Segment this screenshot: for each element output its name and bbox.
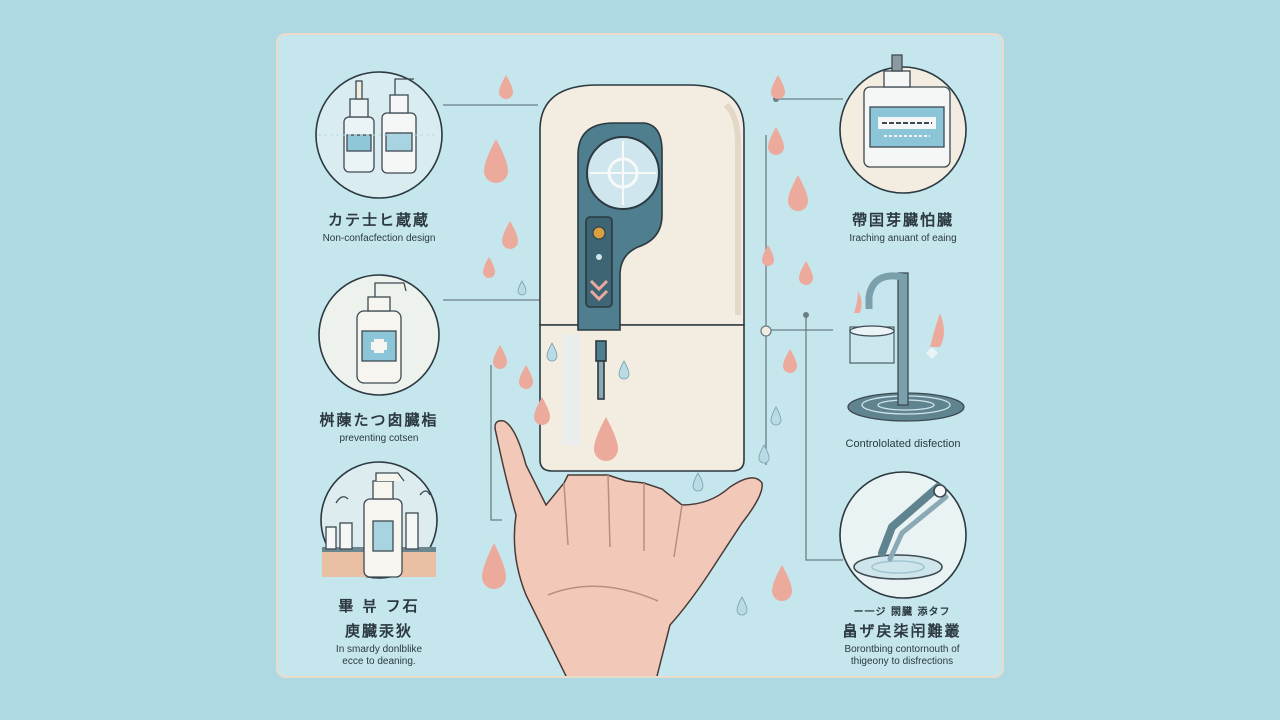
labeled-bottle-icon [863,54,951,168]
automatic-dispenser-icon [539,84,745,472]
label-bottom-right-jp: 畠ザ戻柒闬難叢 [842,622,962,640]
label-top-right: 帶囯芽臓怕臓 Iraching anuant of eaing [806,209,1000,245]
label-bottom-left: 畢 뷰 フ石 庾臓汞狄 In smardy donlblike ecce to … [284,595,474,668]
label-mid-right-en: Contrololated disfection [845,438,961,450]
drops [482,75,813,601]
label-top-left: カテ士ヒ蔵蔵 Non-confacfection design [284,209,474,245]
label-top-right-en: Iraching anuant of eaing [849,233,957,244]
label-top-left-en: Non-confacfection design [322,233,436,244]
connector-lines [443,98,843,561]
label-bottom-right: ー一ジ 閖臓 添タフ 畠ザ戻柒闬難叢 Borontbing contornout… [802,603,1002,668]
tongs-icon [853,483,949,580]
two-pump-bottles-icon [318,78,438,174]
spray-bottle-icon [322,472,436,578]
connector-node [760,325,772,337]
open-hand-icon [494,420,763,676]
connector-bottom-right [805,315,843,561]
water-drops [517,280,782,616]
label-bottom-left-jp1: 畢 뷰 フ石 [338,597,420,615]
label-bottom-left-jp2: 庾臓汞狄 [344,622,413,640]
connector-dot-mid-right [803,312,809,318]
faucet-icon [847,272,965,422]
label-mid-left-en: preventing cotsen [339,433,419,444]
sanitizer-bottle-icon [356,282,407,384]
label-top-right-jp: 帶囯芽臓怕臓 [851,211,954,229]
connector-bottom-left [490,365,502,521]
infographic-panel: カテ士ヒ蔵蔵 Non-confacfection design 桝蔯たつ囱臓栺 … [276,33,1004,678]
label-mid-right: Contrololated disfection [806,435,1000,450]
illustration-canvas [315,54,967,676]
label-bottom-left-en2: ecce to deaning. [342,656,416,667]
label-bottom-right-en2: thigeony to disfrections [850,656,954,667]
label-bottom-left-en1: In smardy donlblike [335,644,423,655]
label-top-left-jp: カテ士ヒ蔵蔵 [327,211,430,229]
label-bottom-right-small: ー一ジ 閖臓 添タフ [853,607,951,618]
label-mid-left-jp: 桝蔯たつ囱臓栺 [319,411,439,429]
label-bottom-right-en1: Borontbing contornouth of [844,644,960,655]
label-mid-left: 桝蔯たつ囱臓栺 preventing cotsen [284,409,474,445]
